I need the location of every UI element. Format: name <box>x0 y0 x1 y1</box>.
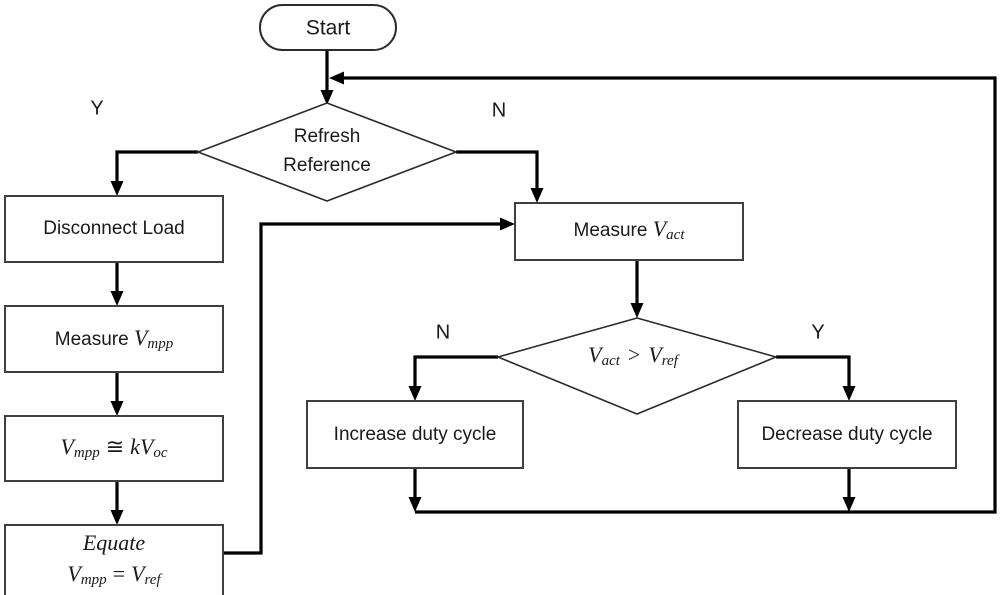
refresh-reference-label-line1: Refresh <box>294 126 361 147</box>
edge-compare-no-to-increase <box>408 355 498 401</box>
refresh-reference-label-line2: Reference <box>283 155 371 176</box>
compare-operator: > <box>628 342 640 367</box>
edge-refresh-yes-to-disconnect <box>110 150 198 196</box>
increase-duty-cycle-label: Increase duty cycle <box>334 424 497 445</box>
compare-label: Vact > Vref <box>588 342 680 369</box>
branch-label-compare-yes: Y <box>811 321 824 343</box>
node-increase-duty-cycle[interactable]: Increase duty cycle <box>306 400 524 469</box>
equate-rhs-symbol: V <box>131 561 147 586</box>
vmpp-approx-rhs-symbol: V <box>140 434 156 459</box>
branch-label-refresh-no: N <box>492 99 506 121</box>
measure-vact-subscript: act <box>666 227 685 243</box>
measure-vmpp-symbol: V <box>134 325 150 350</box>
compare-lhs-symbol: V <box>588 342 604 367</box>
edge-compare-yes-to-decrease <box>776 355 856 401</box>
node-vmpp-approx-kvoc[interactable]: Vmpp≅kVoc <box>4 415 224 482</box>
edge-return-loop-to-refresh <box>329 71 997 514</box>
measure-vact-prefix: Measure <box>574 220 653 241</box>
node-start[interactable]: Start <box>259 4 397 51</box>
branch-label-refresh-yes: Y <box>90 97 103 119</box>
vmpp-approx-lhs-symbol: V <box>60 434 76 459</box>
measure-vact-symbol: V <box>653 216 669 241</box>
node-disconnect-load[interactable]: Disconnect Load <box>4 195 224 263</box>
edge-approx-to-equate <box>110 481 124 525</box>
equate-label-line1: Equate <box>82 530 146 555</box>
equate-lhs-symbol: V <box>67 561 83 586</box>
edge-start-to-refresh <box>320 50 334 105</box>
vmpp-approx-label: Vmpp≅kVoc <box>60 434 167 461</box>
compare-rhs-symbol: V <box>648 342 664 367</box>
equate-operator: = <box>113 561 125 586</box>
node-measure-vact[interactable]: Measure Vact <box>514 202 744 261</box>
equate-label-line2: Vmpp=Vref <box>67 561 162 588</box>
edge-measure-vact-to-compare <box>630 260 644 318</box>
start-label: Start <box>306 17 351 40</box>
decrease-duty-cycle-label: Decrease duty cycle <box>761 424 932 445</box>
node-compare-vact-vref[interactable]: Vact > Vref <box>495 317 779 415</box>
node-equate-vmpp-vref[interactable]: Equate Vmpp=Vref <box>4 524 224 595</box>
vmpp-approx-operator: ≅ <box>106 434 124 459</box>
disconnect-load-label: Disconnect Load <box>43 218 185 239</box>
vmpp-approx-lhs-subscript: mpp <box>74 445 100 461</box>
measure-vmpp-label: Measure Vmpp <box>55 325 174 352</box>
node-refresh-reference[interactable]: Refresh Reference <box>195 102 459 202</box>
node-measure-vmpp[interactable]: Measure Vmpp <box>4 305 224 373</box>
equate-rhs-subscript: ref <box>145 572 163 588</box>
edge-equate-to-measure-vact <box>223 217 515 555</box>
edge-measure-vmpp-to-approx <box>110 372 124 416</box>
edge-decrease-to-return-bus <box>842 468 856 512</box>
measure-vmpp-prefix: Measure <box>55 329 134 350</box>
branch-label-compare-no: N <box>436 321 450 343</box>
equate-lhs-subscript: mpp <box>81 572 107 588</box>
compare-lhs-subscript: act <box>602 353 621 369</box>
compare-rhs-subscript: ref <box>662 353 680 369</box>
edge-refresh-no-to-measure-vact <box>456 150 544 203</box>
node-decrease-duty-cycle[interactable]: Decrease duty cycle <box>737 400 957 469</box>
edge-disconnect-to-measure-vmpp <box>110 262 124 306</box>
measure-vmpp-subscript: mpp <box>147 336 173 352</box>
edge-increase-to-return-bus <box>408 468 422 512</box>
vmpp-approx-rhs-subscript: oc <box>153 445 168 461</box>
vmpp-approx-coefficient: k <box>130 434 141 459</box>
measure-vact-label: Measure Vact <box>574 216 686 243</box>
